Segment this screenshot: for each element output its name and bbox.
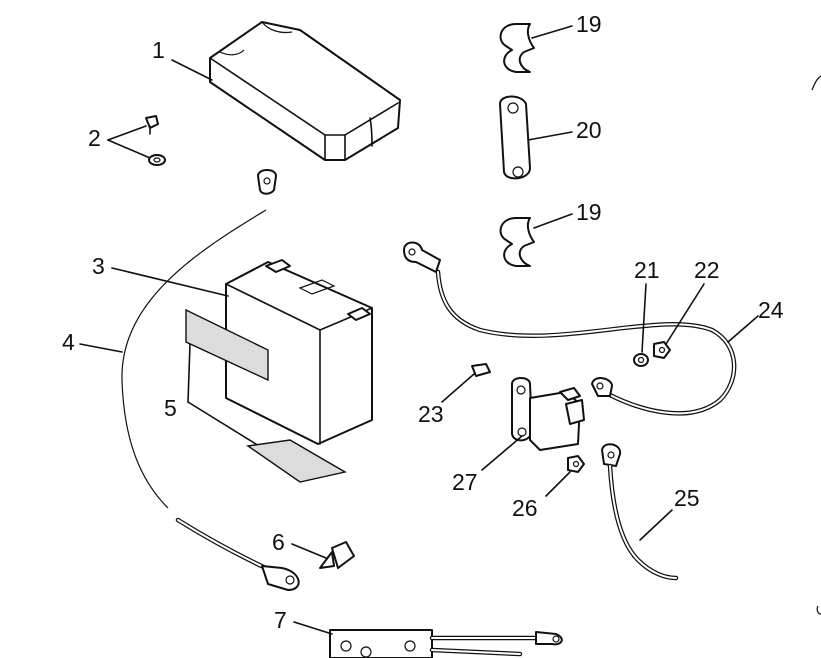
part-6-bolt xyxy=(319,541,355,569)
callout-19-bottom: 19 xyxy=(576,199,602,225)
callout-4: 4 xyxy=(62,329,75,355)
part-22-nut xyxy=(653,341,671,359)
part-26-nut xyxy=(567,455,585,473)
part-24-cable xyxy=(403,241,737,416)
callout-7: 7 xyxy=(274,607,287,633)
partial-part-right xyxy=(811,75,821,91)
part-20-link xyxy=(499,95,531,180)
part-25-cable xyxy=(601,443,679,581)
part-21-washer xyxy=(633,353,649,367)
callout-21: 21 xyxy=(634,257,660,283)
part-4-ring-terminal xyxy=(175,517,300,591)
part-7-harness-plate xyxy=(329,629,563,658)
callout-6: 6 xyxy=(272,529,285,555)
leader-lines xyxy=(79,25,759,635)
part-23-screw xyxy=(471,363,491,377)
part-19-clip-top xyxy=(499,23,535,73)
callout-19-top: 19 xyxy=(576,11,602,37)
part-4-cable xyxy=(121,209,267,509)
callout-5: 5 xyxy=(164,395,177,421)
callout-22: 22 xyxy=(694,257,720,283)
partial-part-right-lower xyxy=(816,605,821,615)
callout-25: 25 xyxy=(674,485,700,511)
callout-27: 27 xyxy=(452,469,478,495)
terminal-nut xyxy=(257,169,277,195)
part-3-battery xyxy=(225,259,373,445)
callout-numbers: 1 2 3 4 5 6 7 19 20 19 21 22 24 23 27 26… xyxy=(62,11,784,633)
part-2-screw-washer xyxy=(145,115,166,166)
part-1-battery-cover xyxy=(209,21,401,161)
part-19-clip-bottom xyxy=(499,217,535,267)
callout-23: 23 xyxy=(418,401,444,427)
part-5-labels xyxy=(185,308,347,483)
callout-24: 24 xyxy=(758,297,784,323)
callout-2: 2 xyxy=(88,125,101,151)
part-27-solenoid xyxy=(511,377,585,451)
callout-3: 3 xyxy=(92,253,105,279)
callout-20: 20 xyxy=(576,117,602,143)
callout-1: 1 xyxy=(152,37,165,63)
callout-26: 26 xyxy=(512,495,538,521)
